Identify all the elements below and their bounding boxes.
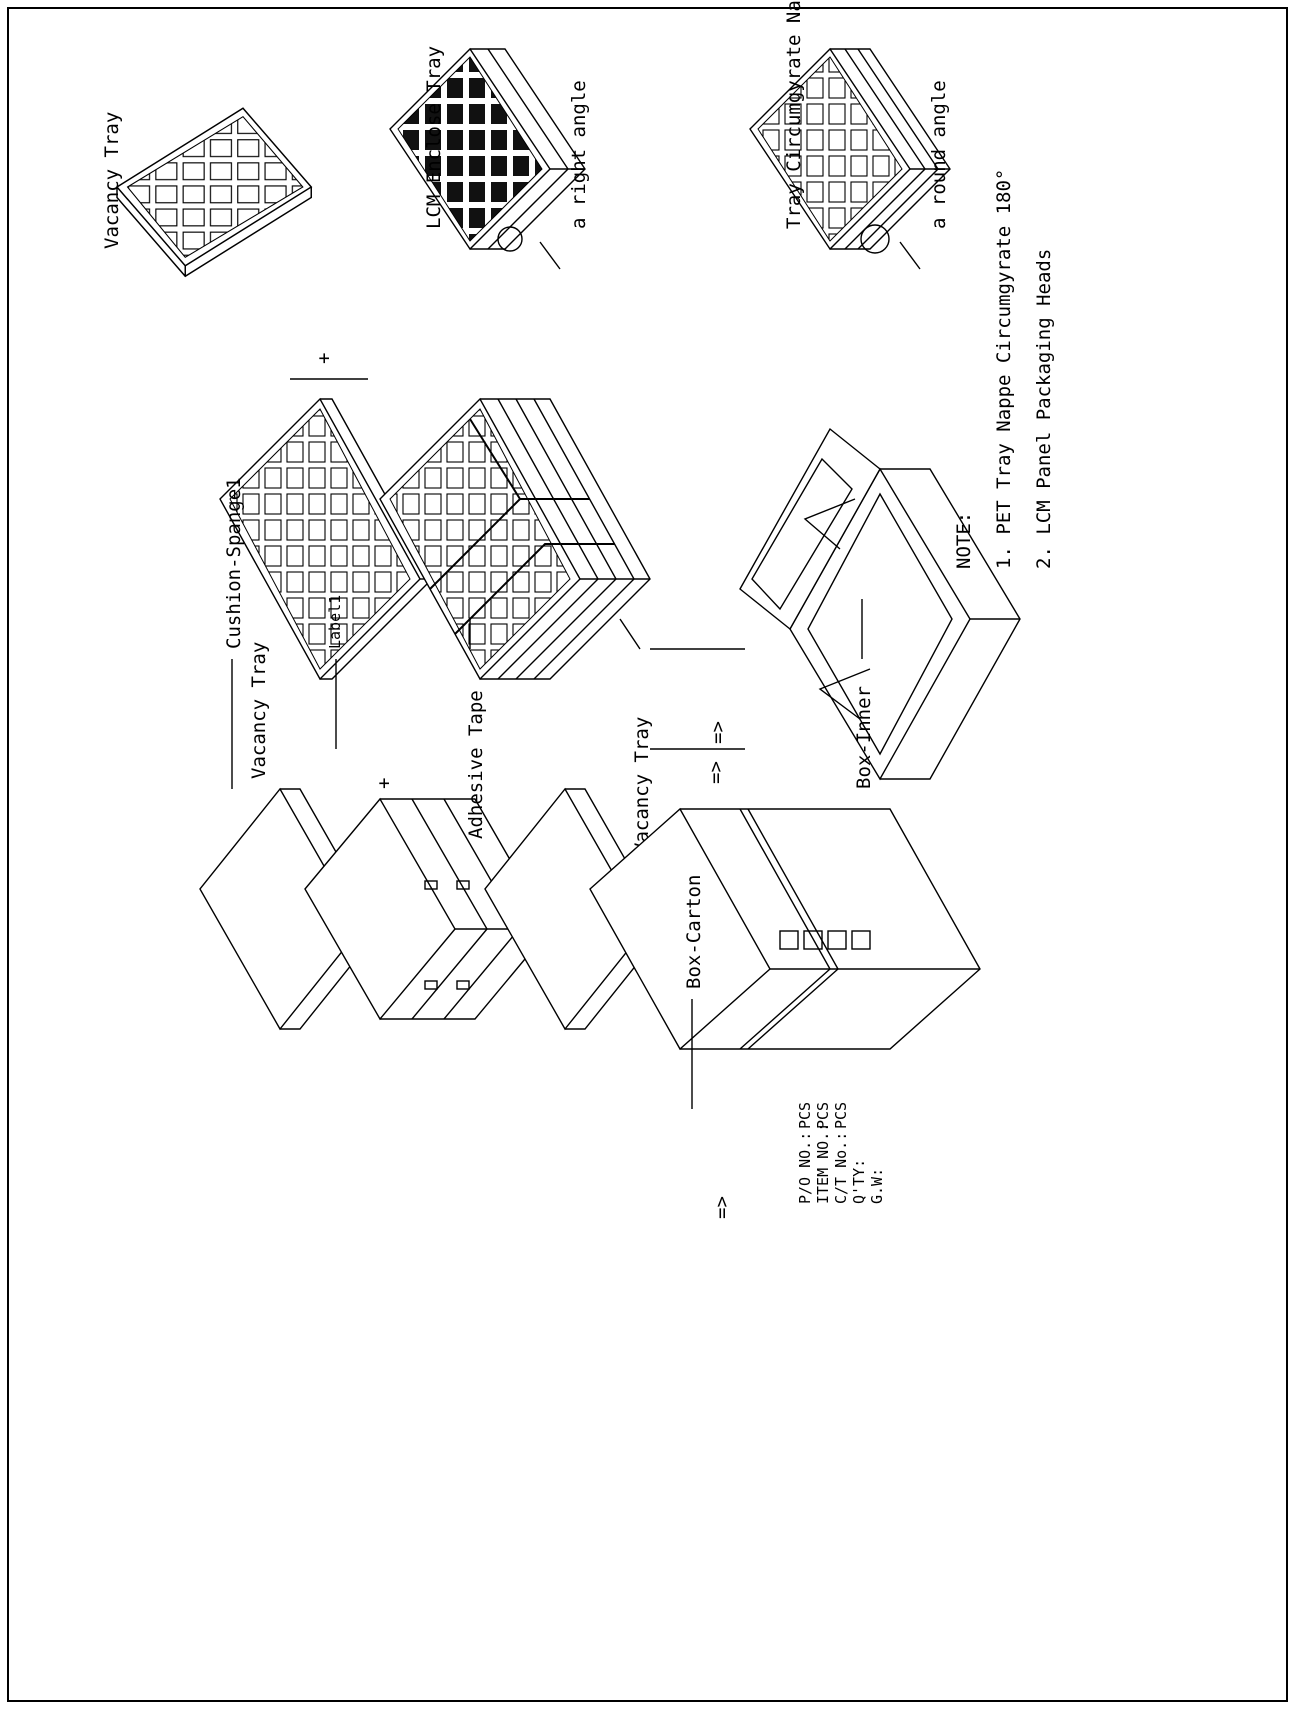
arrow-1: => [707, 721, 729, 744]
svg-text:PCS: PCS [832, 1102, 850, 1129]
svg-text:P/O NO.:: P/O NO.: [796, 1132, 814, 1204]
adhesive-tape-label: Adhesive Tape [465, 690, 487, 839]
vacancy-tray-3-label: Vacancy Tray [631, 717, 653, 854]
tray-stack-drawing [380, 399, 650, 679]
box-inner-label: Box-Inner [853, 686, 875, 789]
carton-markings: P/O NO.: ITEM NO.: C/T No.: Q'TY: G.W: P… [796, 1102, 886, 1204]
svg-text:PCS: PCS [814, 1102, 832, 1129]
box-carton-label: Box-Carton [683, 875, 705, 989]
a-right-angle-label: a right angle [568, 80, 590, 229]
lcm-enclose-tray-label: LCM Enclose Tray [423, 46, 445, 229]
svg-text:ITEM NO.:: ITEM NO.: [814, 1123, 832, 1204]
note-item-1: 1. PET Tray Nappe Circumgyrate 180° [993, 169, 1015, 569]
vacancy-tray-1-drawing [117, 108, 311, 276]
box-carton-drawing [590, 809, 980, 1049]
svg-text:G.W:: G.W: [868, 1168, 886, 1204]
plus-sign-2: + [373, 778, 395, 789]
box-inner-drawing [740, 429, 1020, 779]
vacancy-tray-1-label: Vacancy Tray [101, 112, 123, 249]
lcm-enclose-tray-drawing [390, 49, 585, 251]
cushion-spange-label: Cushion-Spange1 [223, 477, 245, 649]
tray-circumgyrate-nappe-drawing [750, 49, 950, 253]
svg-text:PCS: PCS [796, 1102, 814, 1129]
tray-circumgyrate-nappe-label: Tray Circumgyrate Nappe [783, 0, 805, 229]
note-heading: NOTE: [953, 512, 975, 569]
note-item-2: 2. LCM Panel Packaging Heads [1033, 249, 1055, 569]
arrow-2: => [705, 761, 727, 784]
cushion-stack-drawing [200, 789, 665, 1029]
svg-text:Q'TY:: Q'TY: [850, 1159, 868, 1204]
plus-sign-1: + [313, 353, 335, 364]
svg-text:C/T No.:: C/T No.: [832, 1132, 850, 1204]
a-round-angle-label: a round angle [928, 80, 950, 229]
label1-label: Label1 [326, 595, 344, 649]
arrow-3: => [711, 1196, 733, 1219]
vacancy-tray-2-label: Vacancy Tray [248, 642, 270, 779]
